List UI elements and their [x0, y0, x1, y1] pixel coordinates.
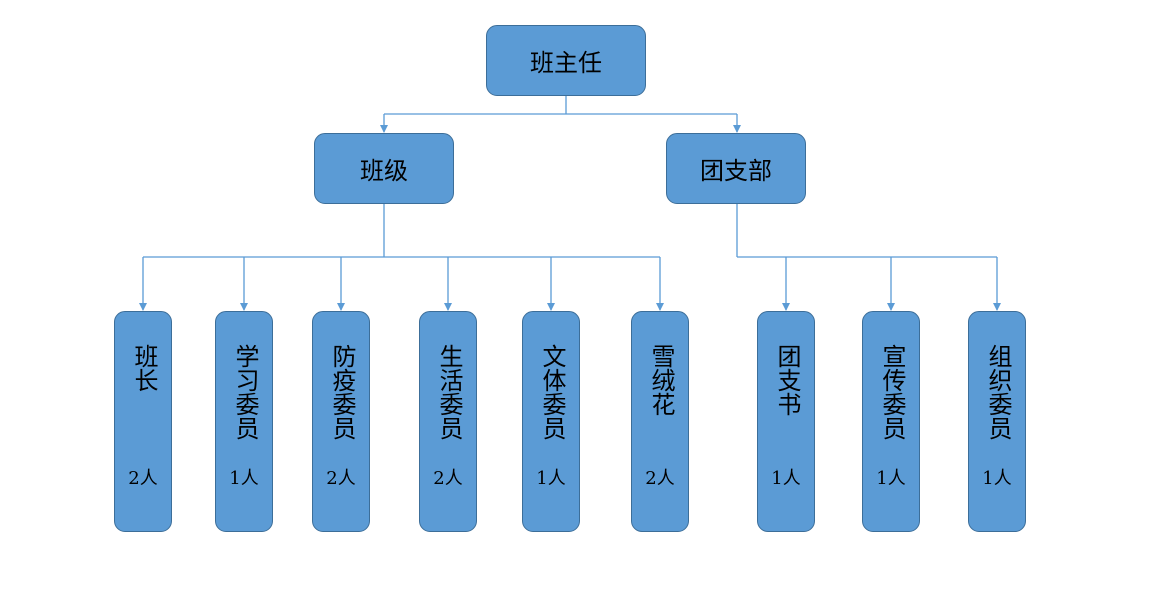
- node-role-count: 1人: [536, 468, 566, 489]
- node-role-label: 雪绒花: [647, 344, 675, 416]
- node-role-organization: 组织委员 1人: [968, 311, 1026, 532]
- node-role-label: 生活委员: [435, 344, 463, 440]
- node-role-count: 1人: [982, 468, 1012, 489]
- node-role-count: 1人: [876, 468, 906, 489]
- node-branch-league: 团支部: [666, 133, 806, 204]
- node-role-edelweiss: 雪绒花 2人: [631, 311, 689, 532]
- node-branch-league-label: 团支部: [700, 157, 772, 185]
- node-role-count: 2人: [433, 468, 463, 489]
- node-role-epidemic: 防疫委员 2人: [312, 311, 370, 532]
- node-branch-class: 班级: [314, 133, 454, 204]
- node-role-label: 宣传委员: [878, 344, 906, 440]
- node-role-league-secretary: 团支书 1人: [757, 311, 815, 532]
- node-role-count: 2人: [128, 468, 158, 489]
- node-role-label: 文体委员: [538, 344, 566, 440]
- node-role-label: 学习委员: [231, 344, 259, 440]
- node-root: 班主任: [486, 25, 646, 96]
- node-role-study: 学习委员 1人: [215, 311, 273, 532]
- node-role-label: 团支书: [773, 344, 801, 416]
- node-root-label: 班主任: [530, 49, 602, 77]
- node-role-label: 防疫委员: [328, 344, 356, 440]
- node-role-label: 班长: [130, 344, 158, 392]
- node-branch-class-label: 班级: [360, 157, 408, 185]
- node-role-arts: 文体委员 1人: [522, 311, 580, 532]
- node-role-label: 组织委员: [984, 344, 1012, 440]
- node-role-publicity: 宣传委员 1人: [862, 311, 920, 532]
- node-role-life: 生活委员 2人: [419, 311, 477, 532]
- node-role-count: 1人: [771, 468, 801, 489]
- node-role-monitor: 班长 2人: [114, 311, 172, 532]
- node-role-count: 2人: [645, 468, 675, 489]
- node-role-count: 1人: [229, 468, 259, 489]
- node-role-count: 2人: [326, 468, 356, 489]
